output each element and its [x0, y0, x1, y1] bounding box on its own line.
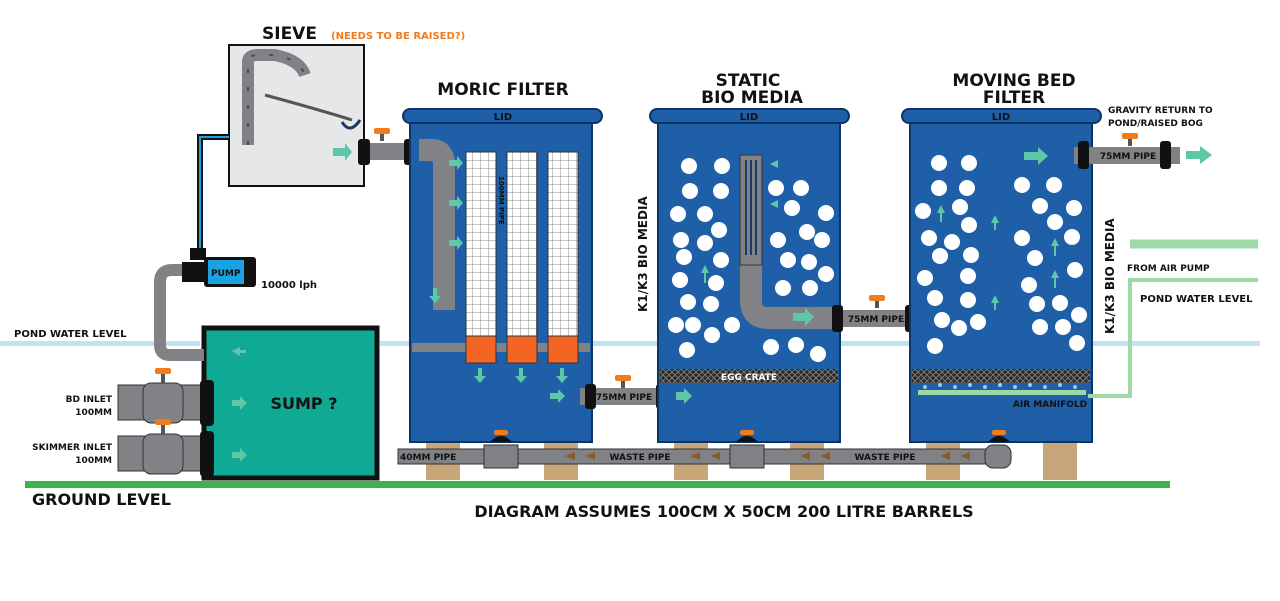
skimmer-inlet-label-line2: 100MM — [75, 456, 112, 466]
lid-label-static: LID — [740, 112, 758, 123]
pond-water-level-label-right: POND WATER LEVEL — [1140, 294, 1253, 305]
pump — [182, 248, 256, 287]
bio-media-static — [668, 158, 834, 362]
gravity-return-label-line2: POND/RAISED BOG — [1108, 119, 1203, 129]
static-bio-title-line2: BIO MEDIA — [701, 88, 804, 108]
sump-label: SUMP ? — [270, 394, 337, 413]
pipe-label-100mm: 100MM PIPE — [497, 176, 505, 225]
footer-note: DIAGRAM ASSUMES 100CM X 50CM 200 LITRE B… — [474, 502, 973, 521]
pond-water-level-label-left: POND WATER LEVEL — [14, 329, 127, 340]
pipe-label-static-moving: 75MM PIPE — [848, 315, 904, 325]
lid-label-moving: LID — [992, 112, 1010, 123]
moric-filter-title: MORIC FILTER — [437, 80, 568, 100]
moving-bed-title-line1: MOVING BED — [952, 71, 1075, 91]
skimmer-inlet-pipe — [117, 419, 214, 477]
sieve-note: (NEEDS TO BE RAISED?) — [331, 31, 465, 42]
pump-flow-label: 10000 lph — [261, 280, 317, 291]
ground-level-label: GROUND LEVEL — [32, 490, 171, 509]
k1k3-label-static: K1/K3 BIO MEDIA — [636, 196, 650, 312]
static-to-moving-pipe — [838, 310, 918, 327]
k1k3-label-moving: K1/K3 BIO MEDIA — [1103, 218, 1117, 334]
bd-inlet-pipe — [117, 368, 214, 426]
pump-label: PUMP — [211, 269, 241, 279]
bio-media-moving — [915, 155, 1087, 354]
pipe-label-return: 75MM PIPE — [1100, 152, 1156, 162]
gravity-return-label-line1: GRAVITY RETURN TO — [1108, 106, 1213, 116]
pond-water-level-line-left — [0, 341, 200, 346]
moving-bed-title-line2: FILTER — [983, 88, 1045, 108]
waste-pipe-label-2: WASTE PIPE — [854, 453, 915, 463]
waste-pipe-label-1: WASTE PIPE — [609, 453, 670, 463]
gravity-return-pipe — [1074, 147, 1180, 164]
ground-level-line — [25, 481, 1170, 488]
air-manifold-label: AIR MANIFOLD — [1013, 400, 1087, 410]
pump-delivery-line — [197, 134, 229, 256]
bd-inlet-label-line1: BD INLET — [66, 395, 113, 405]
pipe-label-moric-static: 75MM PIPE — [596, 393, 652, 403]
moric-filter-barrel — [402, 108, 603, 443]
sieve-title: SIEVE — [262, 24, 317, 44]
sump-suction-pipe — [154, 264, 204, 361]
moving-bed-barrel — [901, 108, 1102, 443]
pipe-label-40mm: 40MM PIPE — [400, 453, 456, 463]
bd-inlet-label-line2: 100MM — [75, 408, 112, 418]
from-air-pump-label: FROM AIR PUMP — [1127, 264, 1210, 274]
sieve-box — [228, 44, 365, 187]
lid-label-moric: LID — [494, 112, 512, 123]
flow-arrows — [232, 143, 1212, 462]
skimmer-inlet-label-line1: SKIMMER INLET — [32, 443, 113, 453]
moric-to-static-pipe — [580, 388, 670, 405]
egg-crate-label: EGG CRATE — [721, 373, 777, 383]
waste-pipe-run — [397, 430, 1012, 469]
static-bio-title-line1: STATIC — [716, 71, 781, 91]
